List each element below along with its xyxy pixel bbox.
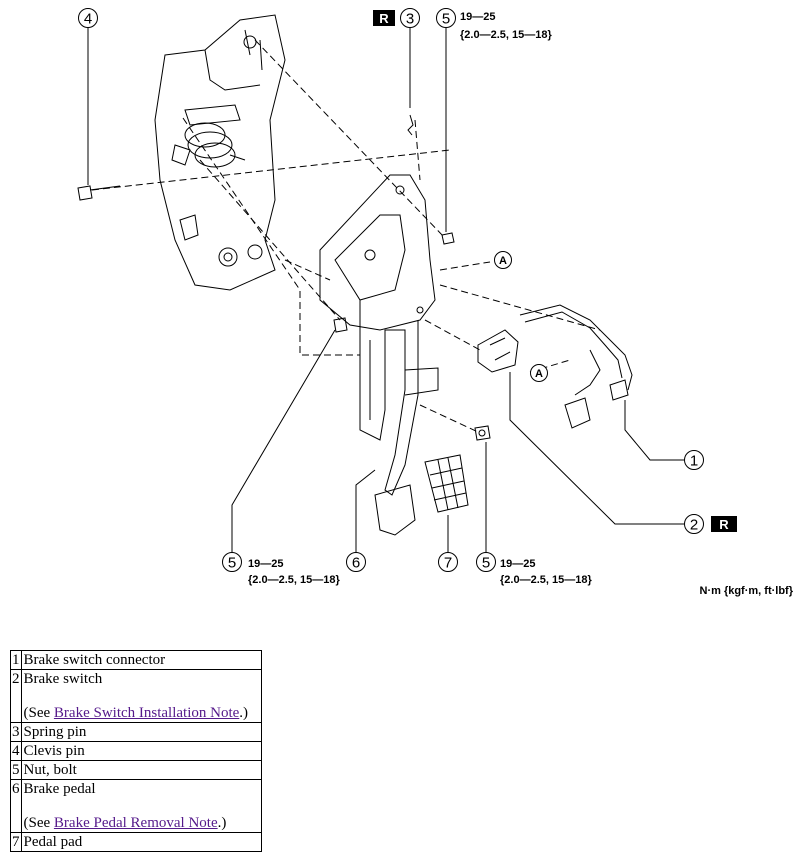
part-number: 4 bbox=[10, 741, 22, 761]
callout-6: 6 bbox=[346, 552, 366, 572]
units-label: N·m {kgf·m, ft·lbf} bbox=[700, 585, 794, 597]
part-number: 5 bbox=[10, 760, 22, 780]
part-name: Brake switch bbox=[23, 671, 103, 687]
connection-mark-a-lower: A bbox=[530, 364, 548, 382]
part-name: Spring pin bbox=[20, 722, 262, 742]
part-number: 1 bbox=[10, 650, 22, 670]
callout-4: 4 bbox=[78, 8, 98, 28]
part-number: 2 bbox=[10, 669, 22, 723]
pedal-arm-outline bbox=[359, 300, 419, 496]
torque-top-alt: {2.0—2.5, 15—18} bbox=[460, 29, 552, 41]
table-row: 1 Brake switch connector bbox=[10, 650, 262, 670]
torque-right-value: 19—25 bbox=[500, 558, 535, 570]
table-row: 5 Nut, bolt bbox=[10, 760, 262, 780]
pedal-bracket bbox=[319, 174, 436, 331]
svg-text:A: A bbox=[535, 368, 543, 380]
table-row: 3 Spring pin bbox=[10, 722, 262, 742]
torque-top-value: 19—25 bbox=[460, 11, 495, 23]
part-number: 3 bbox=[10, 722, 22, 742]
callout-2: 2 bbox=[684, 514, 704, 534]
part-name: Brake switch connector bbox=[20, 650, 262, 670]
callout-5-right: 5 bbox=[476, 552, 496, 572]
svg-text:R: R bbox=[379, 11, 389, 26]
torque-left-value: 19—25 bbox=[248, 558, 283, 570]
see-note: (See Brake Pedal Removal Note.) bbox=[24, 814, 260, 832]
svg-text:1: 1 bbox=[690, 453, 698, 470]
svg-text:6: 6 bbox=[352, 555, 360, 572]
see-note: (See Brake Switch Installation Note.) bbox=[24, 704, 260, 722]
callout-5-left: 5 bbox=[222, 552, 242, 572]
clevis-pin-shape bbox=[77, 185, 93, 201]
exploded-diagram: 1 2 3 4 5 5 5 6 7 R R A bbox=[77, 8, 794, 597]
ref-mark-top: R bbox=[373, 10, 395, 26]
svg-text:5: 5 bbox=[442, 11, 450, 28]
svg-text:5: 5 bbox=[228, 555, 236, 572]
table-row: 7 Pedal pad bbox=[10, 832, 262, 852]
brake-switch-installation-note-link[interactable]: Brake Switch Installation Note bbox=[53, 705, 240, 721]
svg-text:2: 2 bbox=[690, 517, 698, 534]
svg-text:A: A bbox=[499, 255, 507, 267]
ref-mark-right: R bbox=[711, 516, 737, 532]
svg-text:4: 4 bbox=[84, 11, 92, 28]
table-row: 4 Clevis pin bbox=[10, 741, 262, 761]
harness bbox=[519, 304, 633, 391]
callout-5-top: 5 bbox=[436, 8, 456, 28]
see-prefix: (See bbox=[23, 815, 54, 831]
connection-mark-a-upper: A bbox=[494, 251, 512, 269]
parts-table: 1 Brake switch connector 2 Brake switch … bbox=[10, 650, 262, 852]
table-row: 6 Brake pedal (See Brake Pedal Removal N… bbox=[10, 779, 262, 833]
pushrod-assembly bbox=[171, 104, 246, 168]
brake-pedal-removal-note-link[interactable]: Brake Pedal Removal Note bbox=[53, 815, 218, 831]
svg-text:R: R bbox=[719, 517, 729, 532]
part-name: Pedal pad bbox=[20, 832, 262, 852]
pedal-pad-shape bbox=[424, 454, 469, 513]
callout-7: 7 bbox=[438, 552, 458, 572]
table-row: 2 Brake switch (See Brake Switch Install… bbox=[10, 669, 262, 723]
torque-right-alt: {2.0—2.5, 15—18} bbox=[500, 574, 592, 586]
torque-left-alt: {2.0—2.5, 15—18} bbox=[248, 574, 340, 586]
brake-switch-shape bbox=[477, 329, 519, 373]
svg-text:7: 7 bbox=[444, 555, 452, 572]
svg-text:3: 3 bbox=[406, 11, 414, 28]
see-suffix: .) bbox=[217, 815, 227, 831]
svg-text:5: 5 bbox=[482, 555, 490, 572]
see-suffix: .) bbox=[239, 705, 249, 721]
part-name: Nut, bolt bbox=[20, 760, 262, 780]
pedal-foot bbox=[374, 484, 416, 536]
see-prefix: (See bbox=[23, 705, 54, 721]
firewall-outline bbox=[154, 14, 286, 291]
part-number: 6 bbox=[10, 779, 22, 833]
part-name: Brake pedal bbox=[23, 781, 96, 797]
callout-1: 1 bbox=[684, 450, 704, 470]
callout-3: 3 bbox=[400, 8, 420, 28]
part-name: Clevis pin bbox=[20, 741, 262, 761]
part-number: 7 bbox=[10, 832, 22, 852]
